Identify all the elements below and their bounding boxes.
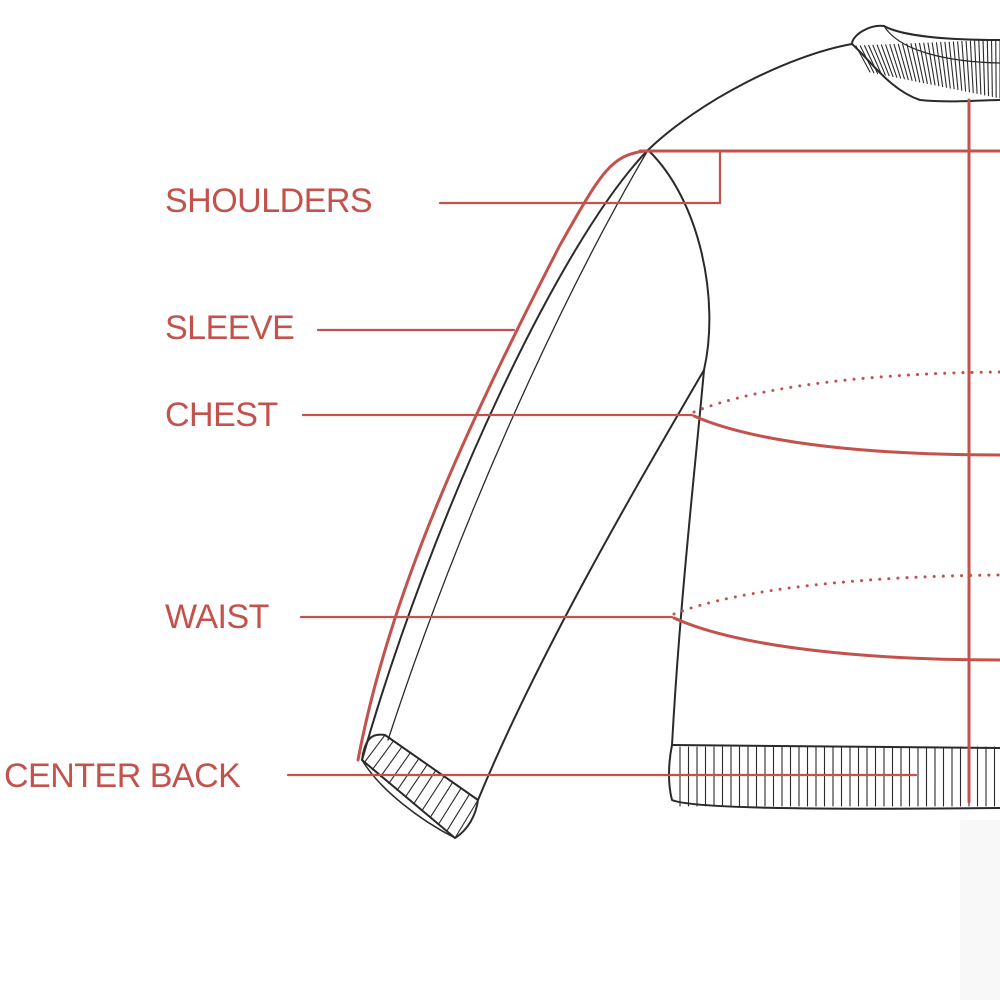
collar-ribbing — [851, 24, 1000, 103]
rib-stroke — [371, 740, 395, 771]
center-back-label: CENTER BACK — [4, 757, 241, 795]
rib-stroke — [859, 45, 875, 74]
shoulders-bracket — [438, 149, 722, 205]
sleeve-length-curve — [356, 149, 647, 762]
rib-stroke — [863, 45, 879, 75]
rib-stroke — [918, 42, 928, 85]
rib-stroke — [935, 42, 944, 88]
rib-stroke — [885, 44, 898, 78]
rib-stroke — [931, 42, 940, 87]
rib-stroke — [855, 45, 871, 73]
rib-stroke — [923, 42, 932, 85]
rib-stroke — [910, 43, 921, 83]
rib-stroke — [965, 40, 970, 93]
chest-label: CHEST — [165, 396, 278, 434]
waist-front-arc — [672, 616, 1000, 662]
rib-stroke — [893, 43, 905, 80]
rib-stroke — [889, 44, 902, 79]
rib-stroke — [927, 42, 936, 86]
rib-stroke — [429, 781, 454, 819]
rib-stroke — [990, 39, 993, 98]
rib-stroke — [961, 41, 967, 92]
rib-stroke — [969, 40, 974, 94]
rib-stroke — [957, 41, 963, 91]
rib-stroke — [906, 43, 917, 82]
shoulders-label: SHOULDERS — [165, 182, 373, 220]
rib-stroke — [952, 41, 959, 91]
sweater-outline — [361, 24, 1000, 839]
rib-stroke — [974, 40, 978, 94]
rib-stroke — [404, 763, 428, 798]
rib-stroke — [940, 41, 948, 88]
rib-stroke — [446, 793, 471, 832]
rib-stroke — [982, 40, 986, 96]
rib-stroke — [978, 40, 982, 95]
rib-stroke — [421, 775, 445, 812]
rib-stroke — [897, 43, 909, 81]
rib-stroke — [948, 41, 955, 90]
rib-stroke — [880, 44, 894, 78]
measurement-lines — [286, 98, 1000, 804]
chest-front-arc — [692, 414, 1000, 457]
rib-stroke — [986, 39, 990, 97]
rib-stroke — [363, 734, 386, 764]
rib-stroke — [902, 43, 913, 81]
rib-stroke — [379, 746, 403, 778]
rib-stroke — [914, 42, 925, 84]
rib-stroke — [437, 787, 462, 825]
paper-shade — [960, 820, 1000, 1000]
body-outline — [668, 369, 1000, 810]
sleeve-outline — [361, 43, 853, 839]
sleeve-label: SLEEVE — [165, 309, 295, 347]
chest-back-arc — [692, 370, 1000, 414]
rib-stroke — [876, 44, 890, 77]
rib-stroke — [872, 44, 886, 76]
rib-stroke — [944, 41, 951, 89]
waist-back-arc — [672, 573, 1000, 616]
rib-stroke — [388, 752, 411, 785]
rib-stroke — [454, 799, 479, 839]
rib-stroke — [868, 44, 883, 75]
waist-label: WAIST — [165, 598, 269, 636]
